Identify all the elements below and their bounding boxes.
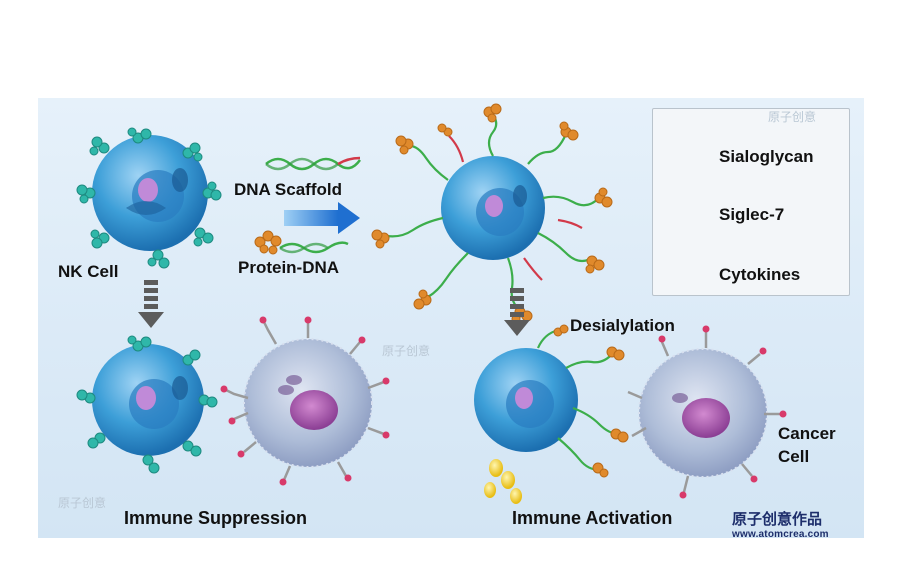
watermark-top: 原子创意 [768,110,817,124]
sialoglycans-right [627,332,780,493]
sialic-acid-caps-left [220,316,390,486]
label-immune-activation: Immune Activation [512,508,673,528]
nk-cell-activated [474,348,578,452]
label-nk-cell: NK Cell [58,262,119,281]
nk-cell-top [92,135,208,251]
label-dna-scaffold: DNA Scaffold [234,180,342,199]
cancer-cell-left [243,338,373,468]
brand-url: www.atomcrea.com [732,529,829,538]
down-arrow-right [504,288,530,336]
sialoglycans-left [225,321,385,481]
label-desialylation: Desialylation [570,316,675,335]
nk-proteins-bottom [553,324,629,478]
brand-name: 原子创意作品 [732,511,823,528]
protein-dna-icon [254,230,349,255]
nk-cell-suppressed [92,344,204,456]
watermark-bottom: 原子创意 [58,496,107,510]
down-arrow-left [138,280,164,328]
sialic-acid-caps-right [658,325,787,499]
cancer-cell-right [638,348,768,478]
legend-siglec7: Siglec-7 [719,205,785,224]
scaffold-arrow [284,202,360,234]
dna-scaffold-icon [265,156,362,171]
label-protein-dna: Protein-DNA [238,258,340,277]
brand-logo: 原子创意作品 www.atomcrea.com [732,508,829,538]
label-cancer-cell: Cancer Cell [778,424,836,466]
watermark-middle: 原子创意 [382,344,431,358]
scene-graphics [76,103,787,504]
legend-cytokines: Cytokines [719,265,801,284]
label-immune-suppression: Immune Suppression [124,508,308,528]
cytokines [484,459,522,504]
protein-dna-conjugates [386,109,600,311]
legend-box: Sialoglycan Siglec-7 Cytokines [652,108,850,296]
legend-sialoglycan: Sialoglycan [719,147,814,166]
modified-nk-cell [441,156,545,260]
siglec-receptors-top [76,127,222,269]
siglec-receptors-bottom [76,335,218,474]
figure-panel: Sialoglycan Siglec-7 Cytokines NK Cell D… [38,98,864,538]
protein-blobs [371,103,613,324]
